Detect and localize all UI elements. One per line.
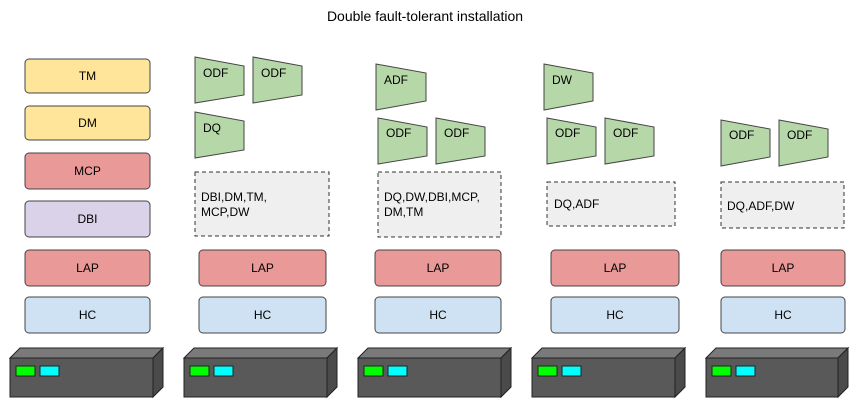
diagram-title: Double fault-tolerant installation	[326, 8, 524, 24]
trapezoid-label: DQ	[203, 121, 221, 135]
server-4	[530, 346, 687, 399]
trapezoid-dq	[194, 111, 245, 159]
box-lap-label: LAP	[772, 261, 795, 275]
dashed-box-line: MCP,DW	[201, 205, 250, 219]
led-green	[189, 365, 210, 377]
trapezoid-label: ODF	[613, 126, 638, 140]
dashed-box-line: DM,TM	[384, 205, 423, 219]
dashed-box	[546, 181, 676, 227]
server-front	[357, 357, 502, 398]
led-cyan	[387, 365, 408, 377]
trapezoid-odf	[720, 119, 771, 167]
led-green	[15, 365, 36, 377]
box-lap	[720, 249, 846, 287]
trapezoid-label: DW	[552, 73, 573, 87]
trapezoid-odf	[194, 56, 245, 104]
box-lap-label: LAP	[604, 261, 627, 275]
trapezoid-odf	[435, 117, 486, 165]
led-green	[537, 365, 558, 377]
box-tm	[24, 58, 151, 94]
box-lap	[24, 249, 151, 287]
trapezoid-label: ODF	[444, 126, 469, 140]
server-5	[704, 346, 850, 399]
trapezoid-label: ODF	[386, 126, 411, 140]
box-lap	[198, 249, 327, 287]
node-2: ADF ODF ODF DQ,DW,DBI,MCP, DM,TM LAP HC	[374, 63, 502, 334]
box-hc-label: HC	[79, 308, 97, 322]
trapezoid-odf	[546, 117, 597, 165]
box-lap	[374, 249, 502, 287]
server-top	[704, 347, 850, 359]
node-4: ODF ODF DQ,ADF,DW LAP HC	[720, 119, 846, 334]
trapezoid-adf	[375, 63, 427, 111]
server-front	[9, 357, 154, 398]
dashed-box-line: DBI,DM,TM,	[201, 190, 267, 204]
node-1: ODF ODF DQ DBI,DM,TM, MCP,DW LAP HC	[194, 56, 330, 334]
trapezoid-odf	[252, 56, 303, 104]
box-dbi-label: DBI	[77, 212, 97, 226]
dashed-box	[377, 171, 502, 238]
trapezoid-label: ODF	[203, 66, 228, 80]
box-lap	[550, 249, 680, 287]
server-front	[183, 357, 328, 398]
box-hc	[374, 296, 502, 334]
box-hc-label: HC	[429, 308, 447, 322]
dashed-box	[194, 171, 330, 237]
server-top	[356, 347, 513, 359]
box-dm-label: DM	[78, 116, 97, 130]
node-3: DW ODF ODF DQ,ADF LAP HC	[543, 63, 680, 334]
dashed-box	[720, 181, 845, 229]
server-2	[182, 346, 339, 399]
box-mcp	[24, 152, 151, 190]
box-hc	[24, 296, 151, 334]
trapezoid-dw	[543, 63, 594, 111]
dashed-box-line: DQ,ADF	[554, 197, 599, 211]
trapezoid-odf	[778, 119, 829, 167]
led-green	[363, 365, 384, 377]
server-top	[182, 347, 339, 359]
box-lap-label: LAP	[427, 261, 450, 275]
box-hc	[720, 296, 846, 334]
box-tm-label: TM	[79, 69, 96, 83]
trapezoid-label: ODF	[261, 66, 286, 80]
led-cyan	[561, 365, 582, 377]
server-front	[705, 357, 839, 398]
box-dbi	[24, 200, 151, 238]
server-1	[8, 346, 165, 399]
server-3	[356, 346, 513, 399]
box-lap-label: LAP	[251, 261, 274, 275]
box-hc	[550, 296, 680, 334]
box-hc	[198, 296, 327, 334]
trapezoid-label: ODF	[555, 126, 580, 140]
box-hc-label: HC	[774, 308, 792, 322]
trapezoid-label: ADF	[384, 73, 408, 87]
server-top	[530, 347, 687, 359]
component-stack: TM DM MCP DBI LAP HC	[24, 58, 151, 334]
box-lap-label: LAP	[76, 261, 99, 275]
trapezoid-odf	[377, 117, 428, 165]
box-hc-label: HC	[254, 308, 272, 322]
led-cyan	[735, 365, 756, 377]
led-cyan	[213, 365, 234, 377]
trapezoid-label: ODF	[729, 128, 754, 142]
dashed-box-line: DQ,DW,DBI,MCP,	[384, 190, 480, 204]
server-top	[8, 347, 165, 359]
box-mcp-label: MCP	[74, 164, 101, 178]
dashed-box-line: DQ,ADF,DW	[727, 199, 795, 213]
trapezoid-label: ODF	[787, 128, 812, 142]
led-green	[711, 365, 732, 377]
box-dm	[24, 105, 151, 141]
led-cyan	[39, 365, 60, 377]
box-hc-label: HC	[606, 308, 624, 322]
server-front	[531, 357, 676, 398]
trapezoid-odf	[604, 117, 655, 165]
